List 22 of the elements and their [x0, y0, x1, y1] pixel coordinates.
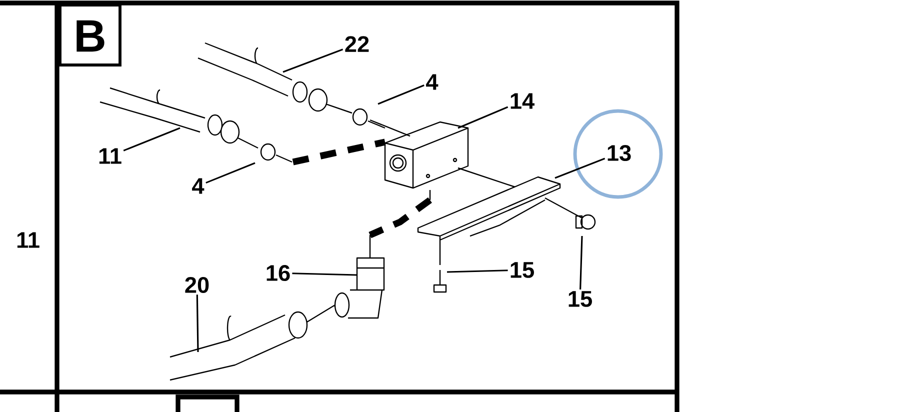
- leader-line: [123, 127, 180, 152]
- leader-line: [446, 270, 508, 273]
- callout-number: 15: [568, 291, 592, 307]
- callout-number: 11: [99, 148, 122, 164]
- leader-line: [580, 236, 583, 290]
- leader-line: [206, 162, 256, 184]
- callout-number: 11: [17, 232, 40, 248]
- callout-number: 20: [185, 276, 209, 294]
- callout-number: 15: [510, 262, 534, 278]
- leader-line: [378, 84, 424, 105]
- callout-number: 14: [510, 93, 534, 109]
- leader-line: [196, 294, 199, 352]
- callout-number: 22: [345, 36, 369, 52]
- leader-line: [292, 272, 358, 276]
- callout-number: 4: [192, 178, 204, 194]
- callout-number: 4: [426, 74, 438, 90]
- callout-number: 13: [608, 144, 631, 162]
- leader-line: [458, 106, 508, 129]
- leader-line: [554, 158, 606, 179]
- leader-line: [282, 48, 344, 73]
- panel-letter: B: [76, 20, 104, 52]
- callout-number: 16: [266, 264, 290, 282]
